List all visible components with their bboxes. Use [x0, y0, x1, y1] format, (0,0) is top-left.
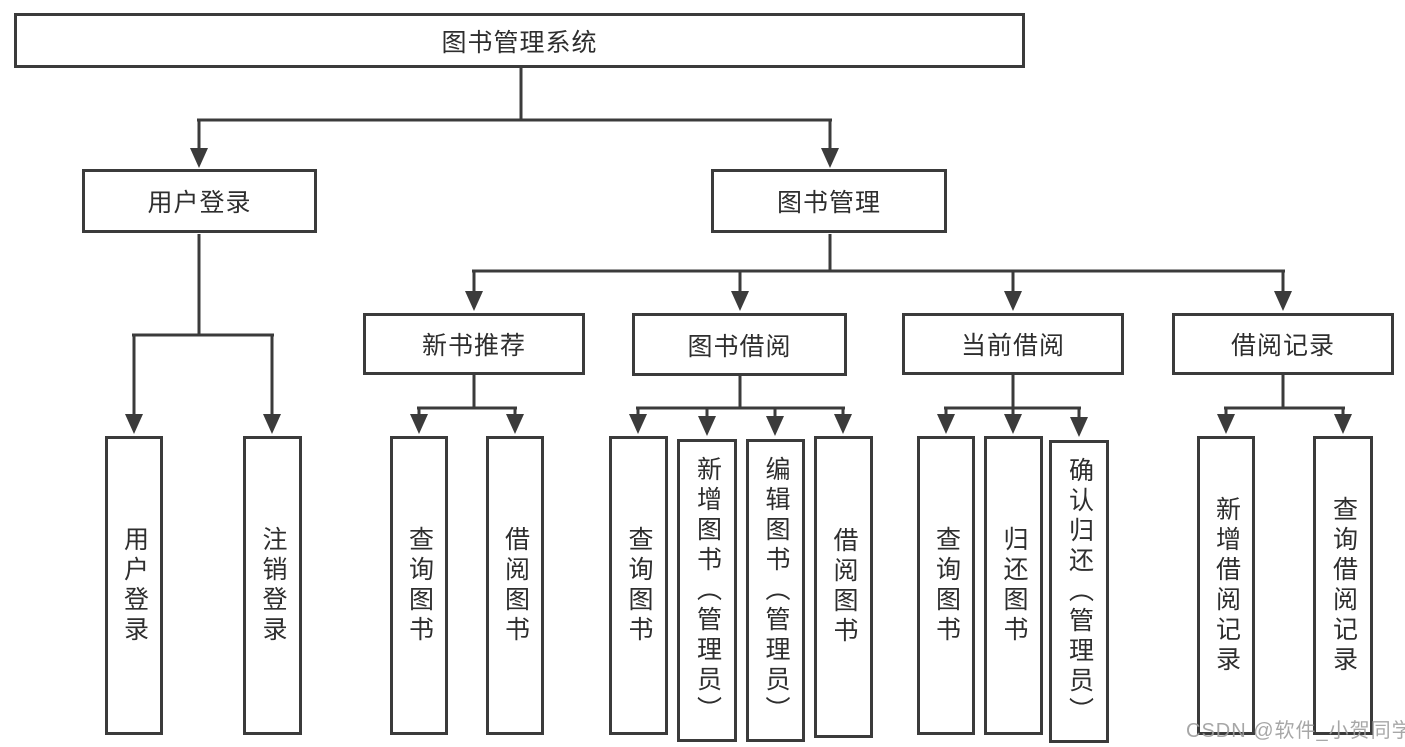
node-current-borrow: 当前借阅 [902, 313, 1124, 375]
leaf-borrow-books: 借阅图书 [814, 436, 873, 738]
node-new-book-recommend: 新书推荐 [363, 313, 585, 375]
node-user-login: 用户登录 [82, 169, 317, 233]
csdn-watermark: CSDN @软件_小贺同学 [1186, 720, 1405, 742]
node-label: 注销登录 [259, 525, 287, 646]
node-label: 图书管理系统 [441, 28, 598, 57]
node-book-management: 图书管理 [711, 169, 947, 233]
node-label: 借阅图书 [501, 525, 530, 646]
node-label: 确认归还（管理员） [1065, 456, 1094, 727]
node-label: 新书推荐 [421, 332, 526, 360]
node-label: 当前借阅 [960, 332, 1065, 360]
node-borrow-records: 借阅记录 [1172, 313, 1394, 375]
edges-borrow-records [1217, 374, 1352, 434]
leaf-query-books-current: 查询图书 [917, 436, 975, 735]
leaf-query-books-borrow: 查询图书 [609, 436, 668, 735]
leaf-borrow-books-recommend: 借阅图书 [486, 436, 544, 735]
edges-current-borrow [937, 374, 1088, 437]
node-book-borrow: 图书借阅 [632, 313, 847, 376]
edges-new-book-recommend [410, 374, 524, 434]
node-library-management-system: 图书管理系统 [14, 13, 1025, 68]
edges-book-borrow [629, 374, 852, 436]
node-label: 借阅图书 [830, 527, 858, 647]
node-label: 用户登录 [120, 525, 149, 646]
edges-root [190, 68, 839, 168]
node-label: 编辑图书（管理员） [762, 455, 790, 726]
leaf-edit-book-admin: 编辑图书（管理员） [746, 439, 805, 742]
node-label: 新增图书（管理员） [693, 455, 722, 726]
node-label: 归还图书 [1000, 525, 1028, 646]
node-label: 查询图书 [405, 525, 434, 646]
leaf-logout-login: 注销登录 [243, 436, 302, 735]
leaf-query-books-recommend: 查询图书 [390, 436, 448, 735]
node-label: 借阅记录 [1230, 332, 1335, 360]
leaf-add-book-admin: 新增图书（管理员） [677, 439, 737, 742]
node-label: 新增借阅记录 [1212, 495, 1241, 676]
edges-book-management [465, 234, 1292, 311]
node-label: 查询借阅记录 [1329, 495, 1358, 676]
node-label: 用户登录 [147, 189, 252, 217]
node-label: 查询图书 [932, 525, 961, 646]
leaf-add-borrow-record: 新增借阅记录 [1197, 436, 1255, 735]
leaf-confirm-return-admin: 确认归还（管理员） [1049, 440, 1109, 743]
edges-user-login [125, 234, 281, 434]
node-label: 图书借阅 [687, 332, 792, 361]
node-label: 查询图书 [625, 525, 653, 646]
leaf-user-login: 用户登录 [105, 436, 163, 735]
leaf-query-borrow-record: 查询借阅记录 [1313, 436, 1373, 735]
leaf-return-book: 归还图书 [984, 436, 1043, 735]
node-label: 图书管理 [776, 189, 881, 217]
